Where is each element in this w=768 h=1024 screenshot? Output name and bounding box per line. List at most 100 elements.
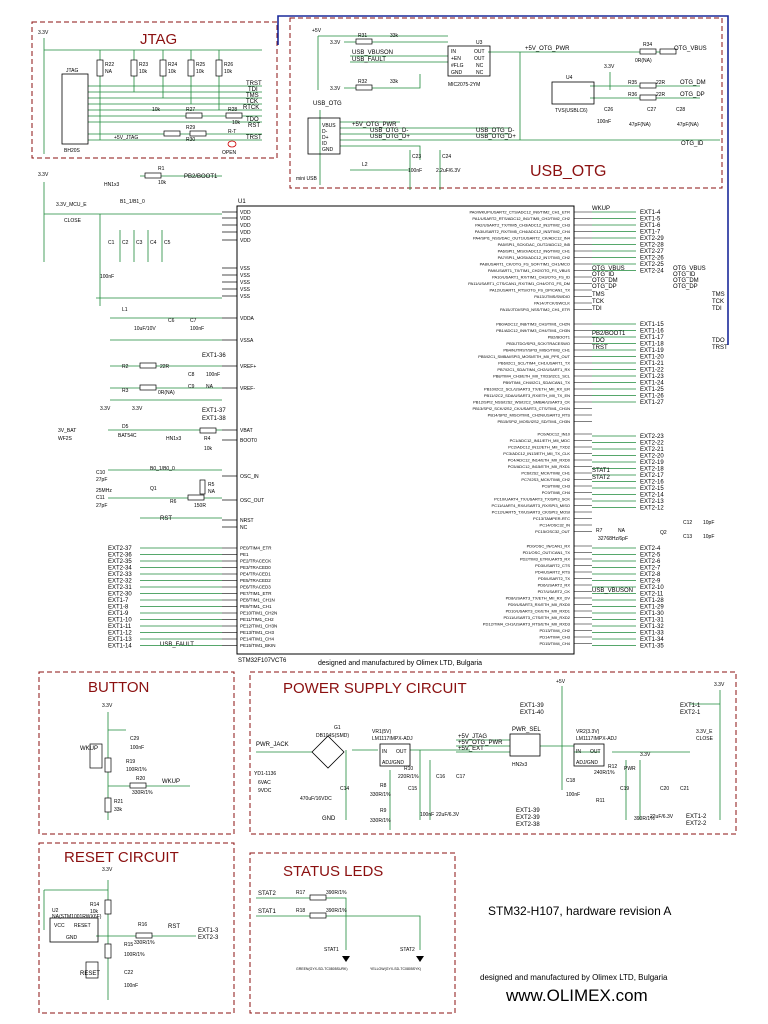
mcu-right-pin-label: PC15/OSC32_OUT — [535, 529, 570, 534]
r26-value: 10k — [224, 69, 233, 75]
c6-ref: C6 — [168, 318, 175, 324]
r23-ref: R23 — [139, 62, 148, 68]
mcu-right-pin-label: PD0/OSC_IN/CAN1_RX — [527, 544, 571, 549]
mcu-left-pin-label: VSS — [240, 273, 251, 279]
mcu-left-pin-label: VDD — [240, 223, 251, 229]
led1-part: GREEN(GYX-SD-TC0805SURK) — [296, 967, 348, 971]
stat1-net: STAT1 — [592, 468, 610, 474]
r16-ref: R16 — [138, 922, 147, 928]
tdo-net: TDO — [592, 338, 605, 344]
wkup-out-net: WKUP — [162, 779, 180, 785]
mcu-left-pin-label: VSS — [240, 280, 251, 286]
l2-ref: L2 — [362, 162, 368, 168]
jtag-connector-ref: JTAG — [66, 68, 79, 74]
mcu-right-pin-label: PD13/TIM4_CH2 — [540, 628, 571, 633]
mcu-pe-pin-label: PE14/TIM1_CH4 — [240, 637, 275, 642]
mcu-right-pin-label: PD5/USART2_TX — [538, 576, 570, 581]
jtag-title: JTAG — [140, 31, 177, 48]
mcu-left-pin-label: VBAT — [240, 428, 253, 434]
mcu-vcc-label: 3.3V — [38, 172, 49, 178]
mcu-right-pin-label: PB14/SPI2_MISO/TIM1_CH2N/USART3_RTS — [488, 413, 571, 418]
mcu-part: STM32F107VCT6 — [238, 658, 287, 664]
c21-ref: C21 — [680, 786, 689, 792]
mcu-right-pin-label: PD11/USART3_CTS/ETH_MII_RXD2 — [503, 615, 570, 620]
pwr-5v-ext: +5V_EXT — [458, 746, 484, 752]
c1-ref: C1 — [108, 240, 115, 246]
mcu-right-pin-label: PC3/ADC12_IN13/ETH_MII_TX_CLK — [503, 451, 570, 456]
tdi-net-r: TDI — [712, 306, 722, 312]
r26-ref: R26 — [224, 62, 233, 68]
mcu-body — [236, 205, 575, 655]
u3-ref: U3 — [476, 40, 483, 46]
reset-section: 3.3V U2 NA(STM1001RWX6F) VCC RESET GND R… — [43, 867, 219, 1000]
usb-3v3-label-a: 3.3V — [330, 40, 341, 46]
mcu-e-jumper: 3.3V_MCU_E — [56, 202, 87, 208]
ext-right-label: EXT1-27 — [640, 400, 664, 406]
mcu-left-pin-label: NC — [240, 525, 248, 531]
usb-pin-id: ID — [322, 141, 327, 147]
r15-ref: R15 — [124, 942, 133, 948]
jtag-signal-tdo: TDO — [246, 117, 259, 123]
r36-ref: R36 — [628, 92, 637, 98]
mcu-right-pin-label: PD9/USART3_RX/ETH_MII_RXD0 — [508, 602, 571, 607]
r30-ref: R30 — [186, 137, 195, 143]
mcu-pe-pin-label: PE0/TIM4_ETR — [240, 546, 272, 551]
r8-ref: R8 — [380, 783, 387, 789]
u3-pin-flg: #FLG — [451, 63, 464, 69]
mcu-right-pin-label: PC11/UART4_RX/USART3_RX/SPI3_MISO — [492, 503, 570, 508]
mcu-right-pin-label: PC5/ADC12_IN15/ETH_MII_RXD1 — [508, 464, 571, 469]
mcu-right-pin-label: PA6/SPI1_MISO/ADC12_IN6/TIM3_CH1 — [498, 249, 571, 254]
mcu-right-pin-label: PA5/SPI1_SCK/DAC_OUT2/ADC12_IN5 — [498, 242, 571, 247]
mcu-left-pin-label: VREF- — [240, 386, 255, 392]
vr1-out: OUT — [396, 749, 407, 755]
mcu-right-pin-label: PB0/ADC12_IN8/TIM3_CH3/TIM1_CH2N — [496, 322, 570, 327]
c15-ref: C15 — [408, 786, 417, 792]
r6-ref: R6 — [170, 499, 177, 505]
pwr-5v-jtag: +5V_JTAG — [458, 734, 487, 740]
jtag-frame — [31, 21, 278, 159]
ext-right-label: EXT1-7 — [640, 230, 661, 236]
r9-value: 330R/1% — [370, 818, 391, 824]
mcu-right-pin-label: PD12/TIM4_CH1/USART3_RTS/ETH_MII_RXD3 — [483, 622, 571, 627]
ext-right-label: EXT1-25 — [640, 387, 664, 393]
ext-right-label: EXT1-30 — [640, 611, 664, 617]
usb-vbuson-net-r: USB_VBUSON — [592, 588, 633, 594]
reset-ext2-3: EXT2-3 — [198, 935, 219, 941]
c17-ref: C17 — [456, 774, 465, 780]
r32-value: 33k — [390, 79, 399, 85]
mcu-right-pin-label: PC9/TIM8_CH4 — [542, 490, 571, 495]
usb-pin-vbus: VBUS — [322, 123, 336, 129]
r1-ref: R1 — [158, 166, 165, 172]
r31-ref: R31 — [358, 33, 367, 39]
c13-value: 10pF — [703, 534, 714, 540]
mcu-right-pin-label: PB6/I2C1_SCL/TIM4_CH1/USART1_TX — [498, 361, 570, 366]
ext-right-label: EXT1-29 — [640, 605, 664, 611]
vr1-part: LM1117IMPX-ADJ — [372, 736, 413, 742]
mcu-left-pin-label: OSC_IN — [240, 474, 259, 480]
button-section: 3.3V C29 100nF WKUP R19 100R/1% R20 330R… — [80, 703, 190, 820]
usb-connector-ref: USB_OTG — [313, 101, 342, 107]
c11-ref: C11 — [96, 495, 105, 501]
mcu-pe-pin-label: PE5/TRACED2 — [240, 578, 271, 583]
ext-right-label: EXT1-33 — [640, 631, 664, 637]
r1-value: 10k — [158, 180, 167, 186]
jtag-signal-trst: TRST — [246, 81, 262, 87]
mcu-right-pin-label: PD15/TIM4_CH4 — [540, 641, 571, 646]
c29-ref: C29 — [130, 736, 139, 742]
pwr-ext2-2: EXT2-2 — [686, 821, 707, 827]
mcu-left-pin-label: VSS — [240, 287, 251, 293]
c19-ref: C19 — [620, 786, 629, 792]
mcu-left-circuit: 3.3V HN1x3 B1_1/B1_0 R1 10k PB2/BOOT1 3.… — [38, 166, 226, 648]
ext-right-label: EXT1-28 — [640, 598, 664, 604]
d5-value: BAT54C — [118, 433, 137, 439]
c27-ref: C27 — [647, 107, 656, 113]
r12-ref: R12 — [608, 764, 617, 770]
c24-value: 2.2uF/6.3V — [436, 168, 461, 174]
usb-vbuson-net: USB_VBUSON — [352, 50, 393, 56]
ext-right-label: EXT1-18 — [640, 342, 664, 348]
mcu-ref: U1 — [238, 199, 246, 205]
c26-ref: C26 — [604, 107, 613, 113]
usb-otg-dm-net: OTG_DM — [680, 80, 706, 86]
ext-right-label: EXT1-4 — [640, 210, 661, 216]
